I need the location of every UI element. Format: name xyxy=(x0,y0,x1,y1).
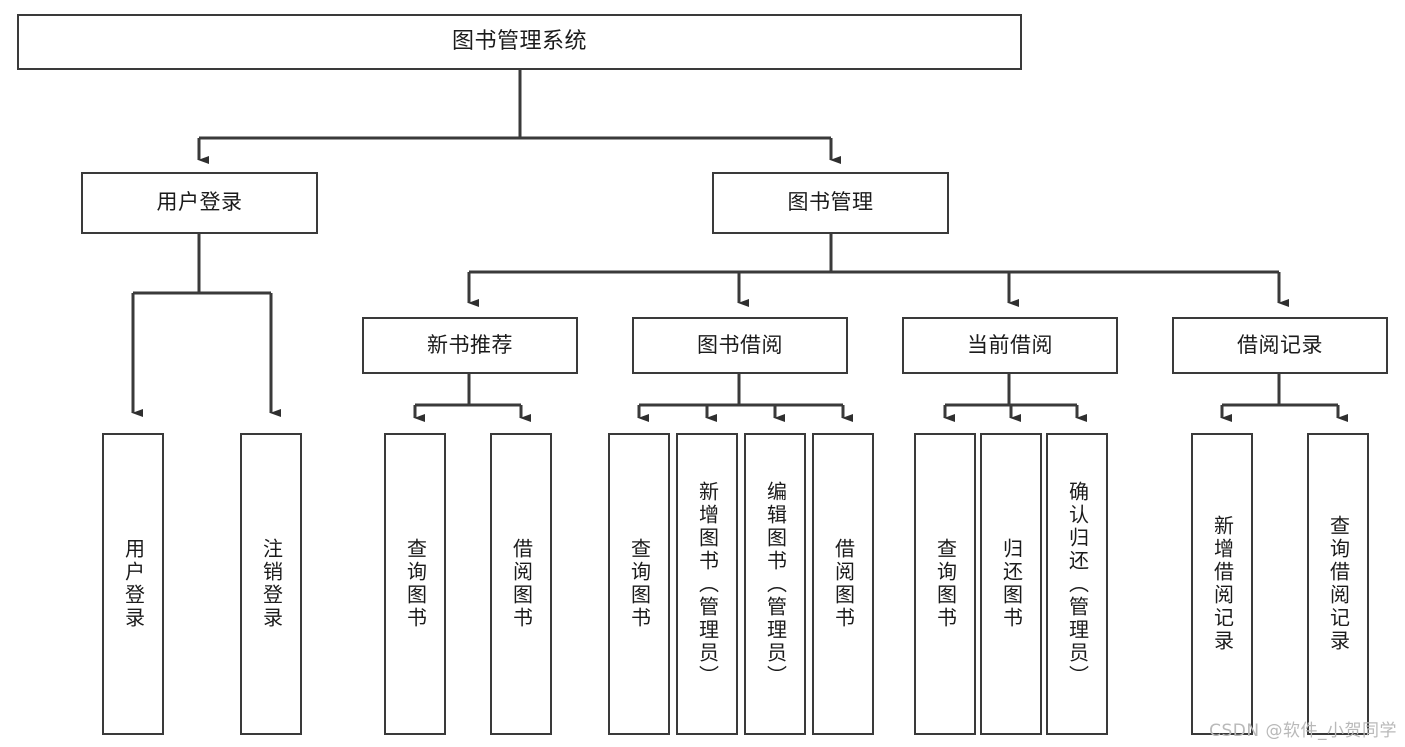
leaf-label: 用户登录 xyxy=(121,538,146,630)
leaf-label: 借阅图书 xyxy=(509,538,534,630)
leaf-label: 注销登录 xyxy=(259,538,284,630)
leaf-label: 查询图书 xyxy=(627,538,652,630)
node-leaf-edit-book[interactable]: 编辑图书（管理员） xyxy=(744,433,806,735)
node-book-borrow[interactable]: 图书借阅 xyxy=(632,317,848,374)
node-book-manage[interactable]: 图书管理 xyxy=(712,172,949,234)
leaf-label: 新增借阅记录 xyxy=(1210,515,1235,653)
leaf-label: 新增图书（管理员） xyxy=(695,480,720,688)
node-root[interactable]: 图书管理系统 xyxy=(17,14,1022,70)
node-borrow-record[interactable]: 借阅记录 xyxy=(1172,317,1388,374)
node-leaf-borrow-book-1[interactable]: 借阅图书 xyxy=(490,433,552,735)
node-current-borrow[interactable]: 当前借阅 xyxy=(902,317,1118,374)
node-leaf-add-record[interactable]: 新增借阅记录 xyxy=(1191,433,1253,735)
node-leaf-logout-login[interactable]: 注销登录 xyxy=(240,433,302,735)
leaf-label: 编辑图书（管理员） xyxy=(763,480,788,688)
node-leaf-borrow-book-2[interactable]: 借阅图书 xyxy=(812,433,874,735)
leaf-label: 查询图书 xyxy=(403,538,428,630)
node-leaf-add-book[interactable]: 新增图书（管理员） xyxy=(676,433,738,735)
node-leaf-query-book-2[interactable]: 查询图书 xyxy=(608,433,670,735)
leaf-label: 确认归还（管理员） xyxy=(1065,480,1090,688)
node-leaf-confirm-return[interactable]: 确认归还（管理员） xyxy=(1046,433,1108,735)
watermark-text: CSDN @软件_小贺同学 xyxy=(1209,721,1397,741)
node-leaf-query-book-3[interactable]: 查询图书 xyxy=(914,433,976,735)
node-leaf-return-book[interactable]: 归还图书 xyxy=(980,433,1042,735)
node-new-book-recommend[interactable]: 新书推荐 xyxy=(362,317,578,374)
node-leaf-query-book-1[interactable]: 查询图书 xyxy=(384,433,446,735)
leaf-label: 归还图书 xyxy=(999,538,1024,630)
leaf-label: 借阅图书 xyxy=(831,538,856,630)
leaf-label: 查询借阅记录 xyxy=(1326,515,1351,653)
node-leaf-query-record[interactable]: 查询借阅记录 xyxy=(1307,433,1369,735)
node-leaf-user-login[interactable]: 用户登录 xyxy=(102,433,164,735)
node-user-login[interactable]: 用户登录 xyxy=(81,172,318,234)
leaf-label: 查询图书 xyxy=(933,538,958,630)
